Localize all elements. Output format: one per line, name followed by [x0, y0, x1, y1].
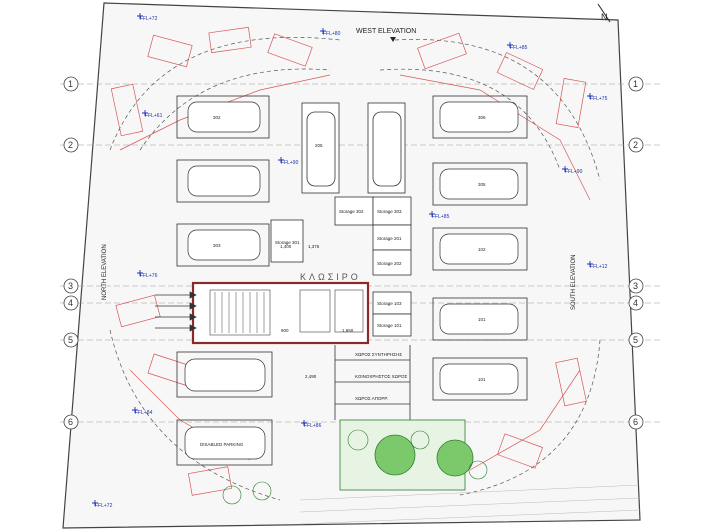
- parking-bay: [176, 159, 270, 203]
- storage-303-label: Storage 303: [377, 209, 402, 214]
- north-arrow-icon: N: [597, 3, 611, 23]
- ffl-marker: FFL+72: [140, 16, 158, 22]
- car-label-101a: 101: [478, 317, 486, 322]
- storage-101-label: Storage 101: [377, 323, 402, 328]
- ffl-marker: FFL+86: [304, 423, 322, 429]
- axis-label-6-right: 6: [633, 417, 638, 427]
- north-label: N: [601, 12, 608, 22]
- car-label-101b: 101: [478, 377, 486, 382]
- pavement-hatch: [299, 484, 641, 525]
- turning-arcs: [109, 37, 601, 501]
- ffl-marker: FFL+90: [565, 169, 583, 175]
- parking-left: [176, 95, 270, 267]
- storage-302-label: Storage 302: [339, 209, 364, 214]
- cars-right: [439, 101, 519, 395]
- parking-bottom-left: [176, 351, 273, 466]
- storage-cluster: [270, 196, 412, 337]
- parking-bay-302: [176, 95, 270, 139]
- disabled-parking-label: DISABLED PARKING: [200, 442, 244, 447]
- dim-1376: 1,376: [308, 244, 320, 249]
- axis-label-3-right: 3: [633, 281, 638, 291]
- entrance-arrows: [155, 291, 197, 332]
- central-corridor: [334, 345, 411, 420]
- garden: [222, 419, 488, 505]
- ffl-marker: FFL+84: [135, 410, 153, 416]
- ffl-markers: FFL+72 FFL+80 FFL+85 FFL+75 FFL+61 FFL+9…: [95, 16, 608, 509]
- level-cross-icons: [92, 13, 593, 506]
- ffl-marker: FFL+85: [432, 214, 450, 220]
- axis-label-2: 2: [68, 140, 73, 150]
- west-elevation-label: WEST ELEVATION: [356, 28, 416, 35]
- storage-201-label: Storage 201: [377, 236, 402, 241]
- car-label-305: 305: [478, 182, 486, 187]
- car-label-205: 205: [315, 143, 323, 148]
- car-label-306: 306: [478, 115, 486, 120]
- north-elevation-label: NORTH ELEVATION: [102, 244, 108, 300]
- ffl-marker: FFL+61: [145, 113, 163, 119]
- axis-label-1-right: 1: [633, 79, 638, 89]
- axis-label-5-right: 5: [633, 335, 638, 345]
- car-label-102: 102: [478, 247, 486, 252]
- room-label-common: ΚΟΙΝΟΧΡΗΣΤΟΣ ΧΩΡΟΣ: [355, 374, 407, 379]
- storage-202-label: Storage 202: [377, 261, 402, 266]
- ffl-marker: FFL+76: [140, 273, 158, 279]
- axis-label-2-right: 2: [633, 140, 638, 150]
- ffl-marker: FFL+75: [590, 96, 608, 102]
- dim-900: 900: [281, 328, 289, 333]
- ffl-marker: FFL+80: [323, 31, 341, 37]
- elevation-marker-icon: [390, 37, 396, 42]
- south-elevation-label: SOUTH ELEVATION: [571, 255, 577, 310]
- axis-label-1: 1: [68, 79, 73, 89]
- axis-label-5: 5: [68, 335, 73, 345]
- car-label-303: 303: [213, 243, 221, 248]
- parking-center: [301, 102, 406, 194]
- parking-bay-303: [176, 223, 270, 267]
- axis-label-3: 3: [68, 281, 73, 291]
- parking-right: [432, 95, 528, 401]
- core-stair-block: [191, 281, 370, 345]
- axis-label-4: 4: [68, 298, 73, 308]
- vehicle-sweep-paths: [110, 26, 591, 496]
- storage-103-label: Storage 103: [377, 301, 402, 306]
- ffl-marker: FFL+85: [510, 45, 528, 51]
- room-label-maintenance: ΧΩΡΟΣ ΣΥΝΤΗΡΗΣΗΣ: [355, 352, 402, 357]
- storage-301-label: Storage 301: [275, 240, 300, 245]
- axis-label-6: 6: [68, 417, 73, 427]
- axis-right: 1 2 3 4 5 6: [628, 76, 644, 430]
- dim-1650: 1,650: [342, 328, 354, 333]
- ffl-marker: FFL+72: [95, 503, 113, 509]
- cars-bottom-left: [184, 358, 266, 460]
- car-label-302: 302: [213, 115, 221, 120]
- dim-2490: 2,490: [305, 374, 317, 379]
- ffl-marker: FFL+12: [590, 264, 608, 270]
- axis-left: 1 2 3 4 5 6: [63, 76, 79, 430]
- center-text: ΚΛΩΣΙΡΟ: [300, 272, 361, 282]
- dim-1400: 1,400: [280, 244, 292, 249]
- axis-label-4-right: 4: [633, 298, 638, 308]
- cars-left: [187, 101, 261, 261]
- room-label-waste: ΧΩΡΟΣ ΑΠΟΡΡ.: [355, 396, 388, 401]
- ffl-marker: FFL+90: [281, 160, 299, 166]
